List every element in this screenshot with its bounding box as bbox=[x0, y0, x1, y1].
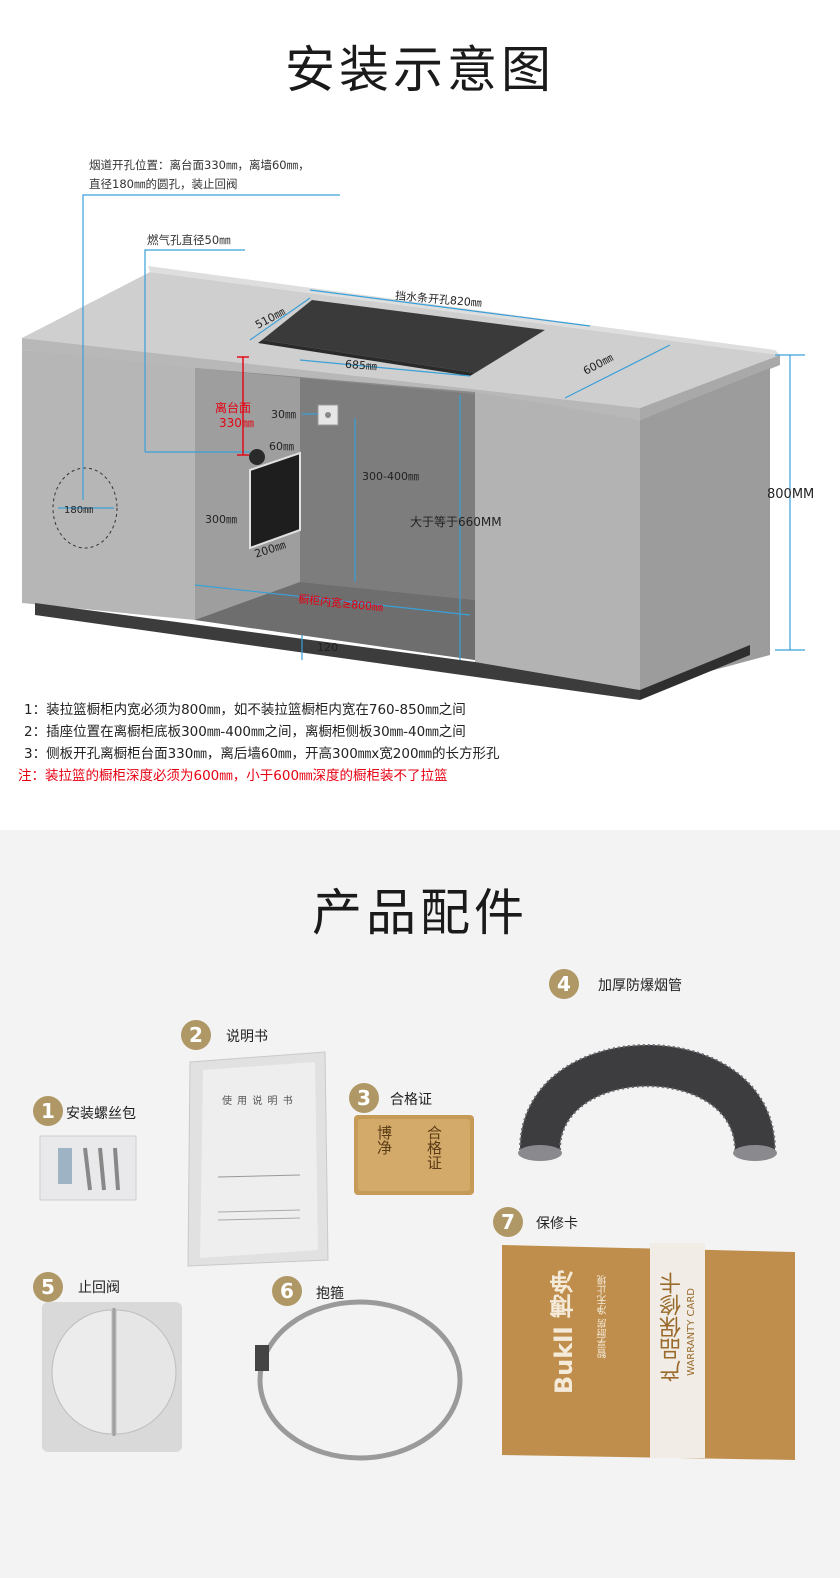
sink-opening bbox=[262, 300, 545, 373]
cert-text: 合格证 bbox=[425, 1125, 443, 1170]
badge-1: 1 bbox=[33, 1096, 63, 1126]
dim-330-value: 330㎜ bbox=[219, 416, 254, 430]
note-1: 1：装拉篮橱柜内宽必须为800㎜，如不装拉篮橱柜内宽在760-850㎜之间 bbox=[24, 702, 466, 718]
dim-330-label: 离台面 bbox=[215, 401, 252, 415]
note-2: 2：插座位置在离橱柜底板300㎜-400㎜之间，离橱柜侧板30㎜-40㎜之间 bbox=[24, 724, 466, 740]
label-screw-pack: 安装螺丝包 bbox=[66, 1106, 136, 1122]
card-slogan: 智享厨房 净无止境 bbox=[598, 1275, 609, 1359]
label-check-valve: 止回阀 bbox=[78, 1280, 120, 1296]
badge-5: 5 bbox=[33, 1272, 63, 1302]
badge-4: 4 bbox=[549, 969, 579, 999]
dim-60: 60㎜ bbox=[269, 440, 294, 453]
card-brand: Bukll 博净 bbox=[550, 1270, 578, 1395]
label-manual: 说明书 bbox=[226, 1029, 268, 1045]
cabinet-cavity-left bbox=[195, 368, 300, 620]
manual-image bbox=[187, 1051, 329, 1267]
dim-300: 300㎜ bbox=[205, 513, 237, 526]
badge-6: 6 bbox=[272, 1276, 302, 1306]
countertop-side bbox=[640, 355, 780, 420]
warranty-card-image bbox=[502, 1243, 795, 1460]
card-subtitle: WARRANTY CARD bbox=[686, 1288, 697, 1376]
label-duct: 加厚防爆烟管 bbox=[598, 978, 682, 994]
cert-brand: 博净 bbox=[375, 1125, 393, 1155]
dim-685: 685㎜ bbox=[344, 357, 378, 374]
cabinet-cavity-floor bbox=[195, 582, 475, 660]
cabinet-diagram bbox=[22, 194, 805, 700]
backsplash bbox=[148, 266, 780, 355]
accessories-section: 产品配件 bbox=[0, 830, 840, 1578]
certificate-image bbox=[354, 1115, 474, 1195]
screw-bag-image bbox=[39, 1135, 137, 1201]
plinth-side bbox=[640, 645, 750, 700]
accessories-title: 产品配件 bbox=[312, 884, 528, 942]
sink-opening-rim bbox=[258, 340, 475, 376]
manual-cover-text: 使 用 说 明 书 bbox=[222, 1096, 294, 1107]
note-3: 3：侧板开孔离橱柜台面330㎜，离后墙60㎜，开高300㎜x宽200㎜的长方形孔 bbox=[24, 746, 500, 762]
dim-300-400: 300-400㎜ bbox=[362, 470, 419, 483]
left-cabinet bbox=[22, 350, 195, 620]
dim-120: 120 bbox=[317, 641, 338, 654]
dim-180: 180㎜ bbox=[64, 505, 94, 516]
warning-note: 注：装拉篮的橱柜深度必须为600㎜，小于600㎜深度的橱柜装不了拉篮 bbox=[18, 768, 448, 784]
cabinet-cavity-rear bbox=[300, 378, 475, 600]
dim-660: 大于等于660MM bbox=[410, 515, 502, 529]
install-section: 安装示意图 bbox=[18, 41, 815, 784]
gas-note: 燃气孔直径50㎜ bbox=[147, 233, 231, 247]
right-cabinet bbox=[475, 392, 640, 690]
side-panel-hole-frame bbox=[249, 451, 301, 550]
badge-3: 3 bbox=[349, 1083, 379, 1113]
label-warranty-card: 保修卡 bbox=[536, 1216, 578, 1232]
check-valve-image bbox=[42, 1302, 182, 1452]
flue-note-line1: 烟道开孔位置：离台面330㎜，离墙60㎜， bbox=[89, 158, 310, 172]
accessories-illustration bbox=[39, 1044, 795, 1461]
label-hose-clamp: 抱箍 bbox=[316, 1286, 344, 1302]
install-title: 安装示意图 bbox=[285, 41, 555, 99]
badge-7: 7 bbox=[493, 1207, 523, 1237]
badge-2: 2 bbox=[181, 1020, 211, 1050]
plinth bbox=[35, 603, 640, 700]
side-panel-hole bbox=[250, 453, 300, 548]
duct-image bbox=[518, 1044, 777, 1161]
dimension-lines bbox=[58, 194, 805, 660]
red-dimension bbox=[237, 356, 249, 456]
card-title: 产品保修卡 bbox=[660, 1272, 685, 1382]
flue-note-line2: 直径180㎜的圆孔，装止回阀 bbox=[89, 177, 238, 191]
dim-30: 30㎜ bbox=[271, 408, 296, 421]
dim-800mm: 800MM bbox=[767, 487, 815, 502]
flue-hole bbox=[52, 467, 118, 549]
label-certificate: 合格证 bbox=[390, 1092, 432, 1108]
gas-hole bbox=[249, 449, 265, 465]
socket-hole bbox=[325, 412, 331, 418]
right-cabinet-side bbox=[640, 368, 770, 690]
hose-clamp-image bbox=[255, 1299, 463, 1461]
